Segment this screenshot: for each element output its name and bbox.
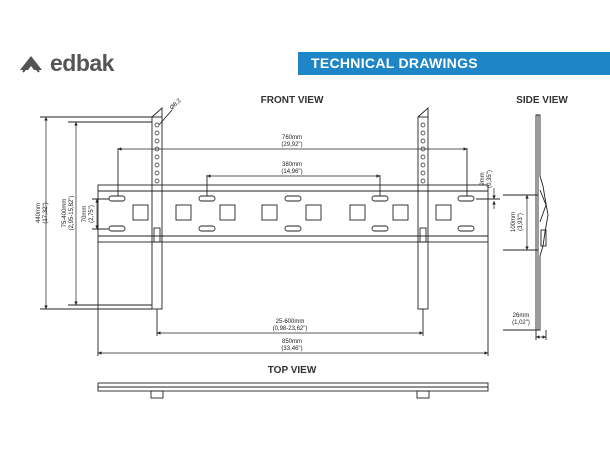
dim-100-mm: 100mm bbox=[511, 212, 517, 232]
top-view-title: TOP VIEW bbox=[268, 365, 317, 376]
right-arm bbox=[417, 116, 429, 310]
dim-100-in: (3,93") bbox=[518, 213, 524, 231]
dim-26-mm: 26mm bbox=[513, 313, 530, 319]
dim-25-600-mm: 25-600mm bbox=[276, 319, 305, 325]
dim-760-mm: 760mm bbox=[282, 135, 302, 141]
top-view-profile bbox=[97, 382, 489, 399]
side-view-title: SIDE VIEW bbox=[516, 95, 568, 106]
dim-hole-diameter: Ø8,2 bbox=[169, 98, 183, 112]
dim-440-mm: 440mm bbox=[36, 203, 42, 223]
edbak-logo-icon bbox=[20, 56, 42, 73]
section-banner: TECHNICAL DRAWINGS bbox=[298, 52, 610, 75]
dim-9-mm: 9mm bbox=[480, 172, 486, 185]
dim-850-in: (33,46") bbox=[281, 346, 302, 352]
dim-380-in: (14,96") bbox=[281, 169, 302, 175]
left-arm bbox=[151, 116, 163, 310]
brand-name: edbak bbox=[50, 50, 114, 76]
wall-plate bbox=[97, 184, 489, 243]
dim-26-in: (1,02") bbox=[512, 320, 530, 326]
dim-760-in: (29,92") bbox=[281, 142, 302, 148]
dim-380-mm: 380mm bbox=[282, 162, 302, 168]
dim-440-in: (17,32") bbox=[43, 202, 49, 223]
dim-850-mm: 850mm bbox=[282, 339, 302, 345]
dim-75-400-in: (2,95-15,82") bbox=[69, 196, 75, 231]
dim-70-mm: 70mm bbox=[82, 206, 88, 223]
dim-70-in: (2,75") bbox=[89, 205, 95, 223]
dim-75-400-mm: 75-400mm bbox=[62, 199, 68, 228]
dim-9-in: (0,35") bbox=[487, 170, 493, 188]
side-view-profile bbox=[503, 114, 549, 340]
dim-25-600-in: (0,98-23,62") bbox=[273, 326, 308, 332]
front-view-title: FRONT VIEW bbox=[261, 95, 324, 106]
